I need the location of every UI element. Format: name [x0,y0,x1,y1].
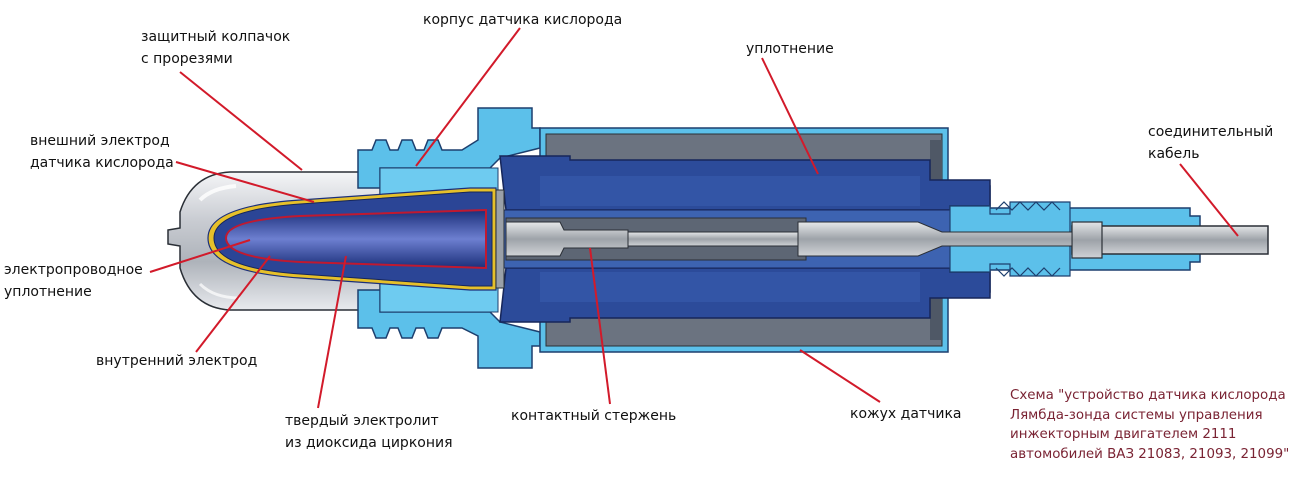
caption-line2: Лямбда-зонда системы управления [1010,407,1263,423]
solid-electrolyte [207,187,497,291]
label-cable-line1: соединительный [1148,124,1274,140]
label-sensor-housing: кожух датчика [850,406,962,422]
caption-line4: автомобилей ВАЗ 21083, 21093, 21099" [1010,446,1290,462]
label-conductive-seal-line2: уплотнение [4,284,92,300]
label-conductive-seal: электропроводное уплотнение [4,259,143,303]
label-conductive-seal-line1: электропроводное [4,262,143,278]
label-contact-rod: контактный стержень [511,408,677,424]
label-solid-electrolyte-line1: твердый электролит [285,413,439,429]
contact-rod [495,189,1073,289]
label-protective-cap-line2: с прорезями [141,51,233,67]
label-protective-cap-line1: защитный колпачок [141,29,291,45]
diagram-caption: Схема "устройство датчика кислорода Лямб… [1010,386,1290,464]
label-inner-electrode: внутренний электрод [96,353,258,369]
leader-conductive-seal [149,239,251,273]
caption-line1: Схема "устройство датчика кислорода [1010,388,1286,403]
label-sensor-body: корпус датчика кислорода [423,12,623,28]
leader-sensor-body [415,27,521,167]
label-outer-electrode-line2: датчика кислорода [30,155,174,171]
label-solid-electrolyte: твердый электролит из диоксида циркония [285,410,453,454]
leader-cable [1179,163,1239,237]
leader-solid-electrolyte [317,255,347,409]
leader-contact-rod [589,247,611,405]
leader-inner-electrode [195,255,271,353]
cable-connector [949,201,1269,277]
label-protective-cap: защитный колпачок с прорезями [141,26,290,70]
leader-seal [761,57,819,175]
label-cable: соединительный кабель [1148,121,1273,165]
label-solid-electrolyte-line2: из диоксида циркония [285,435,453,451]
label-seal: уплотнение [746,41,834,57]
caption-line3: инжекторным двигателем 2111 [1010,427,1237,442]
label-cable-line2: кабель [1148,146,1200,162]
leader-lines [149,27,1239,409]
leader-protective-cap [179,71,303,171]
label-outer-electrode-line1: внешний электрод [30,133,170,149]
leader-sensor-housing [799,349,881,403]
leader-outer-electrode [175,161,315,203]
label-outer-electrode: внешний электрод датчика кислорода [30,130,174,174]
